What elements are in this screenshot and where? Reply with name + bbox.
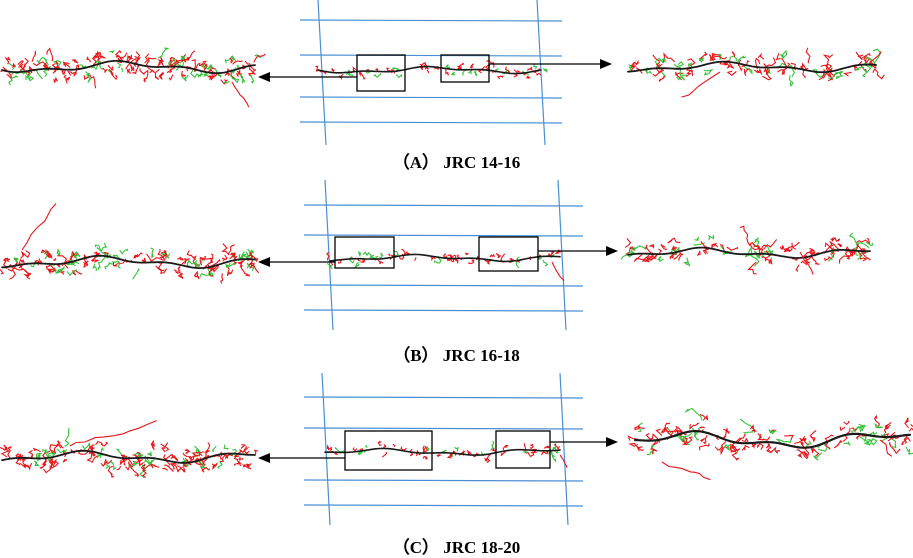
branch-b-1: [22, 204, 56, 250]
frame-lines-b: [304, 180, 583, 330]
arrow-right-c: [550, 437, 618, 447]
frame-h-line: [304, 480, 583, 481]
branch-c-1: [70, 421, 157, 446]
branch-c-4: [560, 455, 567, 468]
frame-h-line: [304, 205, 583, 206]
arrow-left-b: [258, 257, 335, 267]
frame-v-line: [560, 373, 568, 525]
frame-v-line: [325, 180, 333, 330]
left-zoom-cracks-c: [0, 428, 258, 478]
frame-h-line: [304, 235, 583, 236]
frame-h-line: [304, 310, 583, 311]
caption-panel-b: （B） JRC 16-18: [0, 341, 913, 366]
frame-h-line: [304, 428, 583, 429]
panel-c: [0, 373, 913, 525]
frame-h-line: [304, 285, 583, 286]
zoom-box-b-2: [479, 237, 538, 271]
frame-lines-c: [304, 373, 583, 525]
frame-h-line: [304, 505, 583, 506]
caption-panel-c: （C） JRC 18-20: [0, 533, 913, 558]
frame-h-line: [300, 55, 562, 56]
center-crack-cluster-c: [327, 441, 559, 463]
branch-a-2: [232, 82, 249, 107]
zoom-box-c-1: [345, 431, 432, 470]
arrow-right-a: [489, 59, 612, 69]
frame-v-line: [558, 180, 566, 330]
frame-h-line: [304, 397, 583, 398]
right-zoom-cracks-c: [629, 408, 913, 460]
frame-h-line: [300, 97, 562, 98]
center-crack-cluster-a: [315, 61, 547, 80]
caption-panel-a: （A） JRC 14-16: [0, 148, 913, 173]
left-zoom-cracks-a: [0, 48, 265, 88]
panel-b: [0, 180, 873, 330]
arrow-left-c: [258, 453, 345, 463]
branch-c-2: [662, 462, 710, 480]
panel-a: [0, 0, 884, 145]
frame-h-line: [300, 122, 562, 123]
frame-h-line: [300, 20, 562, 21]
